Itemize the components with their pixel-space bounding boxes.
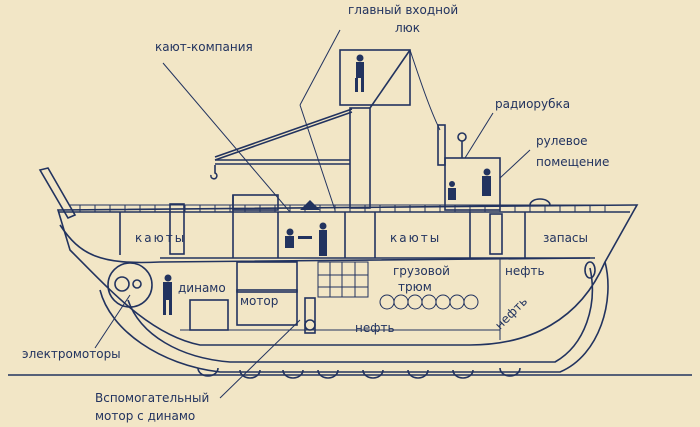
label-cargo-hold: грузовой: [393, 264, 450, 278]
hatch-tower: [339, 49, 441, 209]
label-oil-upper: нефть: [505, 264, 545, 278]
label-radio-room: радиорубка: [495, 97, 570, 111]
crane: [210, 108, 353, 180]
label-cabins-aft: каюты: [135, 231, 186, 245]
figure-at-hatch: [355, 54, 364, 92]
engine-room: [163, 261, 316, 334]
label-main-hatch: главный входной: [348, 3, 458, 17]
label-aux-motor: Вспомогательный: [95, 391, 209, 405]
wardroom-figures: [285, 200, 327, 256]
label-motor: мотор: [240, 294, 278, 308]
label-cargo-hold-2: трюм: [398, 280, 432, 294]
cargo-barrels: [317, 258, 501, 340]
hull: [56, 204, 639, 346]
label-wheelhouse-2: помещение: [536, 155, 609, 169]
label-cabins-fwd: каюты: [390, 231, 441, 245]
label-main-hatch-2: люк: [395, 21, 420, 35]
leader-lines: [94, 29, 531, 399]
label-oil-bottom: нефть: [355, 321, 395, 335]
label-wardroom: кают-компания: [155, 40, 253, 54]
caterpillar-track-inner: [127, 267, 594, 363]
label-electric-motors: электромоторы: [22, 347, 121, 361]
stern-ramp: [38, 167, 77, 220]
stores-ventilator: [529, 198, 551, 206]
label-aux-motor-2: мотор с динамо: [95, 409, 195, 423]
label-dynamo: динамо: [178, 281, 226, 295]
label-stores: запасы: [543, 231, 588, 245]
track-rollers: [197, 367, 521, 379]
idler-wheel: [584, 261, 596, 279]
wheelhouse: [437, 124, 501, 211]
hull-inner: [59, 224, 591, 264]
label-wheelhouse: рулевое: [536, 134, 588, 148]
drive-sprocket: [107, 262, 153, 308]
caterpillar-track: [99, 261, 609, 373]
cabin-walls: [119, 194, 526, 258]
label-oil-bow: нефть: [492, 294, 530, 332]
